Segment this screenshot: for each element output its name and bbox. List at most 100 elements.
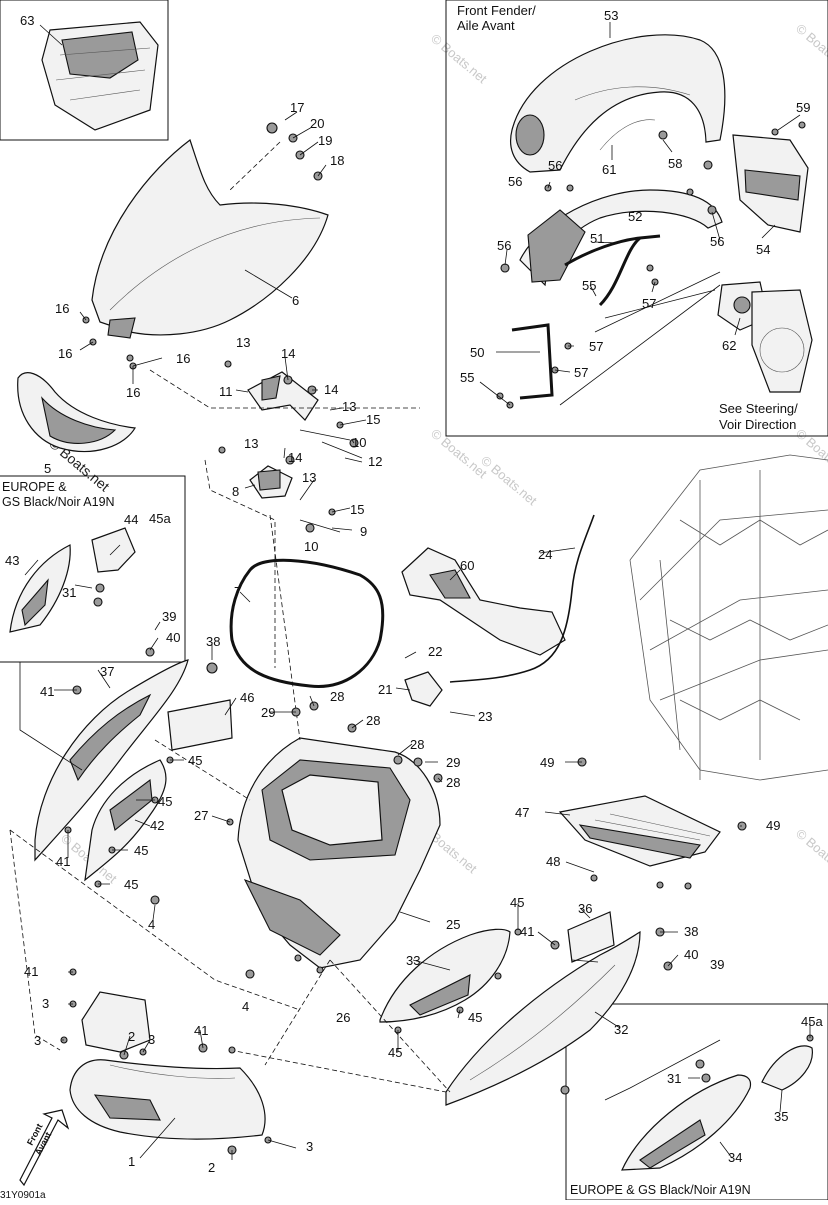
callout-label: 19 [318, 133, 332, 148]
callout-label: 15 [366, 412, 380, 427]
leader-lines [24, 22, 811, 1160]
callout-label: 14 [281, 346, 295, 361]
callout-label: 28 [446, 775, 460, 790]
side-panel-right-part [445, 930, 641, 1106]
callout-label: 10 [304, 539, 318, 554]
callout-label: 55 [460, 370, 474, 385]
front-bumper-part [69, 991, 266, 1140]
throttle-cable [449, 514, 595, 683]
front-fascia-part [91, 139, 329, 339]
air-duct-part [401, 547, 566, 656]
callout-label: 21 [378, 682, 392, 697]
callout-label: 4 [242, 999, 249, 1014]
callout-label: 58 [668, 156, 682, 171]
callout-label: 13 [342, 399, 356, 414]
callout-label: 38 [684, 924, 698, 939]
callout-label: 55 [582, 278, 596, 293]
headlight-seal [229, 558, 385, 688]
callout-label: 26 [336, 1010, 350, 1025]
watermark: © Boats.net [428, 31, 490, 87]
grille-part [17, 372, 136, 452]
steering-reference-note: See Steering/ [719, 401, 798, 416]
side-trim-right-part [379, 928, 511, 1023]
callout-label: 41 [194, 1023, 208, 1038]
callout-label: 61 [602, 162, 616, 177]
callout-label: 56 [508, 174, 522, 189]
assembly-lines [9, 141, 721, 1101]
callout-label: 6 [292, 293, 299, 308]
watermark: © Boats.net [793, 426, 828, 482]
callout-label: 56 [548, 158, 562, 173]
fender-support-part [519, 189, 723, 287]
callout-label: 17 [290, 100, 304, 115]
side-panel-left-part [34, 659, 189, 862]
callout-label: 31 [62, 585, 76, 600]
callout-label: 4 [148, 917, 155, 932]
europe-bottom-caption: EUROPE & GS Black/Noir A19N [570, 1183, 751, 1197]
deflector-europe-right-part [761, 1045, 813, 1091]
callout-label: 25 [446, 917, 460, 932]
callout-label: 11 [219, 384, 233, 399]
console-housing-part [237, 737, 441, 969]
europe-inset-title: GS Black/Noir A19N [2, 495, 115, 509]
callout-label: 29 [446, 755, 460, 770]
callout-label: 56 [497, 238, 511, 253]
headlight-bracket-lower [249, 465, 293, 499]
callout-label: 40 [684, 947, 698, 962]
callout-label: 35 [774, 1109, 788, 1124]
callout-label: 8 [232, 484, 239, 499]
headlight-bracket-upper [247, 371, 319, 421]
callout-label: 3 [34, 1033, 41, 1048]
callout-label: 45 [124, 877, 138, 892]
callout-label: 48 [546, 854, 560, 869]
skid-plate-part [558, 795, 721, 867]
callout-label: 41 [520, 924, 534, 939]
callout-label: 14 [288, 450, 302, 465]
callout-label: 16 [126, 385, 140, 400]
callout-label: 2 [208, 1160, 215, 1175]
callout-label: 46 [240, 690, 254, 705]
callout-label: 22 [428, 644, 442, 659]
callout-label: 3 [306, 1139, 313, 1154]
callout-label: 34 [728, 1150, 742, 1165]
callout-label: 16 [58, 346, 72, 361]
callout-label: 62 [722, 338, 736, 353]
fender-inset-title: Front Fender/ [457, 3, 536, 18]
inset-box-europe-left [0, 475, 186, 663]
callout-label: 18 [330, 153, 344, 168]
callout-label: 29 [261, 705, 275, 720]
callout-label: 49 [540, 755, 554, 770]
callout-label: 57 [642, 296, 656, 311]
callout-label: 45 [468, 1010, 482, 1025]
fender-inset-leader [559, 271, 721, 406]
callout-label: 32 [614, 1022, 628, 1037]
callout-label: 10 [352, 435, 366, 450]
watermark: © Boats.net [793, 21, 828, 77]
fender-brace-part [511, 234, 661, 400]
callout-label: 36 [578, 901, 592, 916]
callout-label: 45a [149, 511, 171, 526]
callout-label: 57 [589, 339, 603, 354]
cable-bracket-part [404, 671, 443, 707]
watermark-layer: © Boats.net © Boats.net © Boats.net © Bo… [46, 21, 828, 887]
callout-label: 45 [134, 843, 148, 858]
callout-label: 41 [56, 854, 70, 869]
callout-label: 43 [5, 553, 19, 568]
inset-box-gauge-support [0, 0, 169, 141]
europe-inset-title: EUROPE & [2, 480, 67, 494]
callout-label: 57 [574, 365, 588, 380]
callout-label: 41 [40, 684, 54, 699]
callout-label: 1 [128, 1154, 135, 1169]
reflector-right-part [567, 911, 615, 963]
callout-label: 16 [176, 351, 190, 366]
fender-inset-title: Aile Avant [457, 18, 515, 33]
callout-label: 60 [460, 558, 474, 573]
front-direction-arrow: Front Avant [19, 1109, 70, 1187]
callout-label: 7 [234, 584, 241, 599]
callout-label: 31 [667, 1071, 681, 1086]
callout-label: 40 [166, 630, 180, 645]
callout-label: 42 [150, 818, 164, 833]
callout-label: 51 [590, 231, 604, 246]
callout-label: 56 [710, 234, 724, 249]
